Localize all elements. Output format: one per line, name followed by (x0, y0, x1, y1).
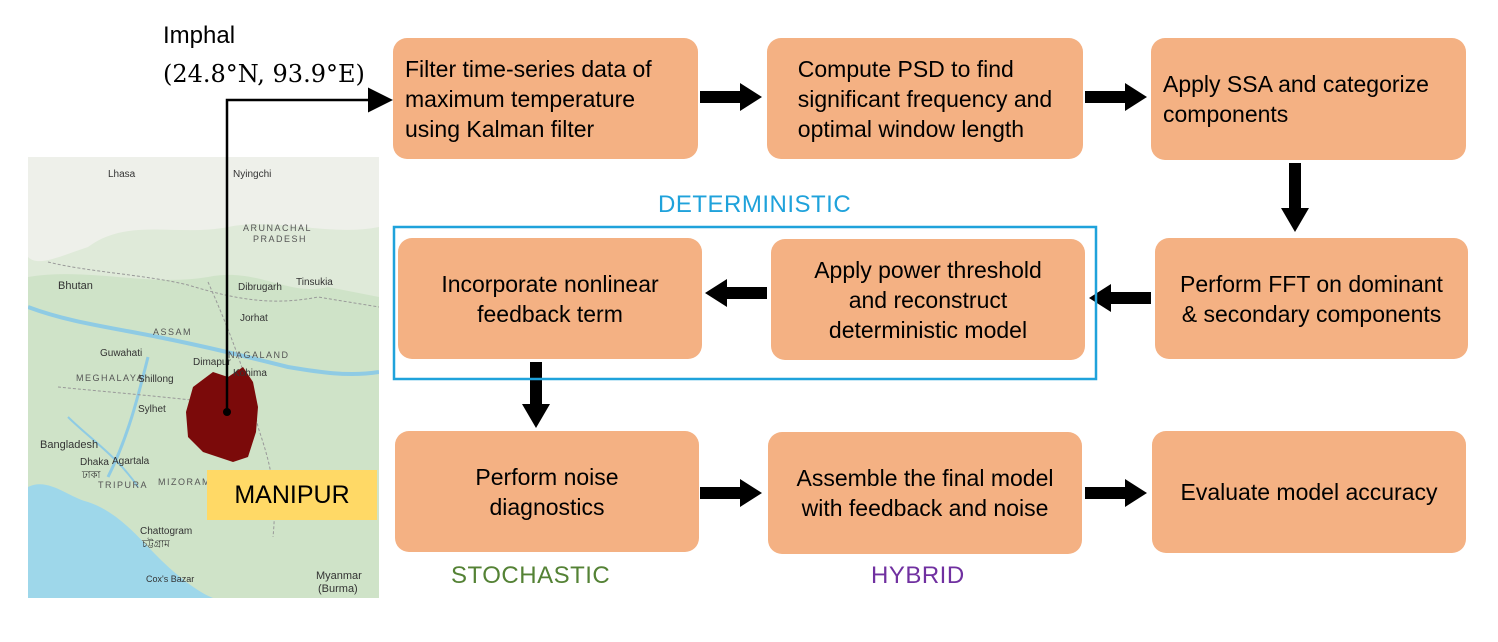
map-place-burma: (Burma) (318, 583, 358, 595)
map-place-lhasa: Lhasa (108, 169, 136, 180)
step-nonlinear-feedback-text: Incorporate nonlinear feedback term (441, 270, 659, 327)
step-power-threshold-text: Apply power threshold and reconstruct de… (814, 256, 1042, 343)
arrow-s1-s2 (700, 83, 762, 111)
step-noise-diagnostics-text: Perform noise diagnostics (475, 463, 619, 520)
map-place-pradesh: PRADESH (253, 234, 308, 244)
step-compute-psd-text: Compute PSD to find significant frequenc… (797, 55, 1053, 142)
map-place-bhutan: Bhutan (58, 280, 93, 292)
step-power-threshold: Apply power threshold and reconstruct de… (771, 239, 1085, 360)
step-evaluate-accuracy: Evaluate model accuracy (1152, 431, 1466, 553)
map-place-assam: ASSAM (153, 327, 193, 337)
arrow-s7-s8 (700, 479, 762, 507)
imphal-marker (223, 408, 231, 416)
map-place-dibrugarh: Dibrugarh (238, 282, 282, 293)
manipur-tag: MANIPUR (207, 470, 377, 520)
step-nonlinear-feedback: Incorporate nonlinear feedback term (398, 238, 702, 359)
deterministic-label: DETERMINISTIC (658, 191, 852, 218)
city-label: Imphal (163, 22, 236, 49)
map-place-mizoram: MIZORAM (158, 477, 211, 487)
step-kalman-filter: Filter time-series data of maximum tempe… (393, 38, 698, 159)
deterministic-frame (392, 225, 1098, 381)
map-place-dhaka-bn: ঢাকা (82, 470, 101, 481)
manipur-region (186, 367, 258, 462)
map-place-sylhet: Sylhet (138, 404, 166, 415)
imphal-connector (225, 87, 393, 412)
step-noise-diagnostics: Perform noise diagnostics (395, 431, 699, 552)
map-place-dhaka: Dhaka (80, 457, 109, 468)
map-place-arunachal: ARUNACHAL (243, 223, 313, 233)
coordinates-label: (24.8°N, 93.9°E) (163, 60, 365, 88)
step-compute-psd: Compute PSD to find significant frequenc… (767, 38, 1083, 159)
step-kalman-filter-text: Filter time-series data of maximum tempe… (405, 55, 652, 142)
map-place-dimapur: Dimapur (193, 357, 231, 368)
map-place-jorhat: Jorhat (240, 313, 268, 324)
map-place-kohima: Kohima (233, 368, 267, 379)
map-place-myanmar: Myanmar (316, 570, 362, 582)
map-place-chattogram: Chattogram (140, 526, 193, 537)
step-assemble-model-text: Assemble the final model with feedback a… (796, 465, 1054, 521)
stochastic-label: STOCHASTIC (451, 562, 611, 589)
arrow-s8-s9 (1085, 479, 1147, 507)
step-apply-ssa-text: Apply SSA and categorize components (1163, 71, 1429, 127)
flow-arrows (522, 83, 1309, 507)
map-place-agartala: Agartala (112, 456, 150, 467)
arrow-s5-s6 (705, 279, 767, 307)
step-perform-fft-text: Perform FFT on dominant & secondary comp… (1180, 270, 1443, 327)
map-place-nagaland: NAGALAND (228, 350, 290, 360)
arrow-s6-s7 (522, 362, 550, 428)
map-place-chattogram-bn: চট্টগ্রাম (142, 539, 170, 550)
step-evaluate-accuracy-text: Evaluate model accuracy (1180, 479, 1438, 505)
region-map: Lhasa Nyingchi ARUNACHAL PRADESH Bhutan … (28, 157, 379, 598)
map-place-meghalaya: MEGHALAYA (76, 373, 145, 383)
arrow-s4-s5 (1089, 284, 1151, 312)
step-apply-ssa: Apply SSA and categorize components (1151, 38, 1466, 160)
map-place-bangladesh: Bangladesh (40, 439, 99, 451)
map-place-tinsukia: Tinsukia (296, 277, 333, 288)
arrow-s2-s3 (1085, 83, 1147, 111)
map-place-nyingchi: Nyingchi (233, 169, 272, 180)
step-assemble-model: Assemble the final model with feedback a… (768, 432, 1082, 554)
map-place-guwahati: Guwahati (100, 348, 143, 359)
map-place-shillong: Shillong (138, 374, 174, 385)
arrow-s3-s4 (1281, 163, 1309, 232)
hybrid-label: HYBRID (871, 562, 965, 589)
map-place-coxs-bazar: Cox's Bazar (146, 574, 195, 584)
map-place-tripura: TRIPURA (98, 480, 149, 490)
step-perform-fft: Perform FFT on dominant & secondary comp… (1155, 238, 1468, 359)
